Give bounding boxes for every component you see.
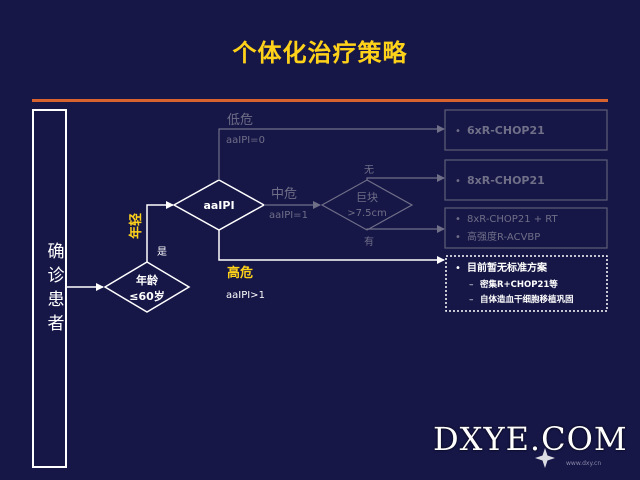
bulk-yes-arrow	[366, 225, 445, 233]
outcome-box-mid-bulk	[444, 207, 608, 249]
patient-char-2: 诊	[48, 266, 65, 286]
outcome-box-low	[444, 109, 608, 151]
patient-char-3: 患	[48, 290, 65, 310]
outcome-high-bullet: •	[455, 263, 461, 274]
outcome-mid-bulk-bullet-2: •	[455, 232, 461, 243]
age-decision-line2: ≤60岁	[129, 289, 165, 303]
outcome-mid-bulk-bullet-1: •	[455, 214, 461, 225]
outcome-high-dash-1: –	[469, 280, 474, 290]
high-risk-arrow	[218, 230, 445, 264]
outcome-low-bullet: •	[455, 126, 461, 137]
low-risk-label: 低危	[227, 113, 253, 128]
outcome-mid-no-bulk-bullet: •	[455, 176, 461, 187]
outcome-high-sub-2: 自体造血干细胞移植巩固	[480, 294, 574, 305]
mid-risk-criterion: aaIPI=1	[269, 210, 308, 221]
bulk-decision-diamond	[320, 179, 414, 231]
high-risk-label: 高危	[227, 265, 253, 281]
outcome-high-sub-1: 密集R+CHOP21等	[479, 279, 558, 290]
aaipi-decision-label: aaIPI	[203, 199, 234, 212]
high-risk-criterion: aaIPI>1	[226, 290, 265, 301]
mid-risk-label: 中危	[271, 187, 297, 202]
bulk-decision-line1: 巨块	[356, 191, 378, 204]
outcome-mid-bulk-text-2: 高强度R-ACVBP	[467, 230, 540, 243]
bulk-no-arrow	[366, 174, 445, 182]
outcome-low-text: 6xR-CHOP21	[467, 124, 545, 137]
watermark-url: www.dxy.cn	[566, 460, 602, 467]
young-label: 年轻	[128, 213, 144, 239]
bulk-decision-line2: >7.5cm	[347, 208, 387, 219]
title-divider	[32, 99, 608, 102]
outcome-box-high	[445, 255, 608, 312]
patient-char-4: 者	[48, 314, 65, 334]
low-risk-arrow	[218, 125, 445, 180]
age-decision-diamond	[103, 261, 191, 313]
low-risk-criterion: aaIPI=0	[226, 135, 265, 146]
outcome-box-mid-no-bulk	[444, 159, 608, 201]
outcome-high-dash-2: –	[469, 295, 474, 305]
age-to-aaipi-arrow	[146, 201, 174, 262]
outcome-high-head: 目前暂无标准方案	[467, 261, 548, 274]
watermark-logo-icon	[535, 448, 555, 468]
age-decision-line1: 年龄	[136, 273, 159, 287]
outcome-mid-bulk-text-1: 8xR-CHOP21 + RT	[467, 214, 559, 225]
bulk-yes-label: 有	[364, 235, 374, 248]
watermark-text: DXYE.COM	[433, 420, 628, 458]
age-yes-label: 是	[157, 246, 167, 258]
patient-char-1: 确	[48, 242, 65, 262]
page-title: 个体化治疗策略	[232, 39, 408, 67]
bulk-no-label: 无	[364, 165, 374, 176]
patient-box	[32, 109, 67, 468]
outcome-mid-no-bulk-text: 8xR-CHOP21	[467, 174, 545, 187]
